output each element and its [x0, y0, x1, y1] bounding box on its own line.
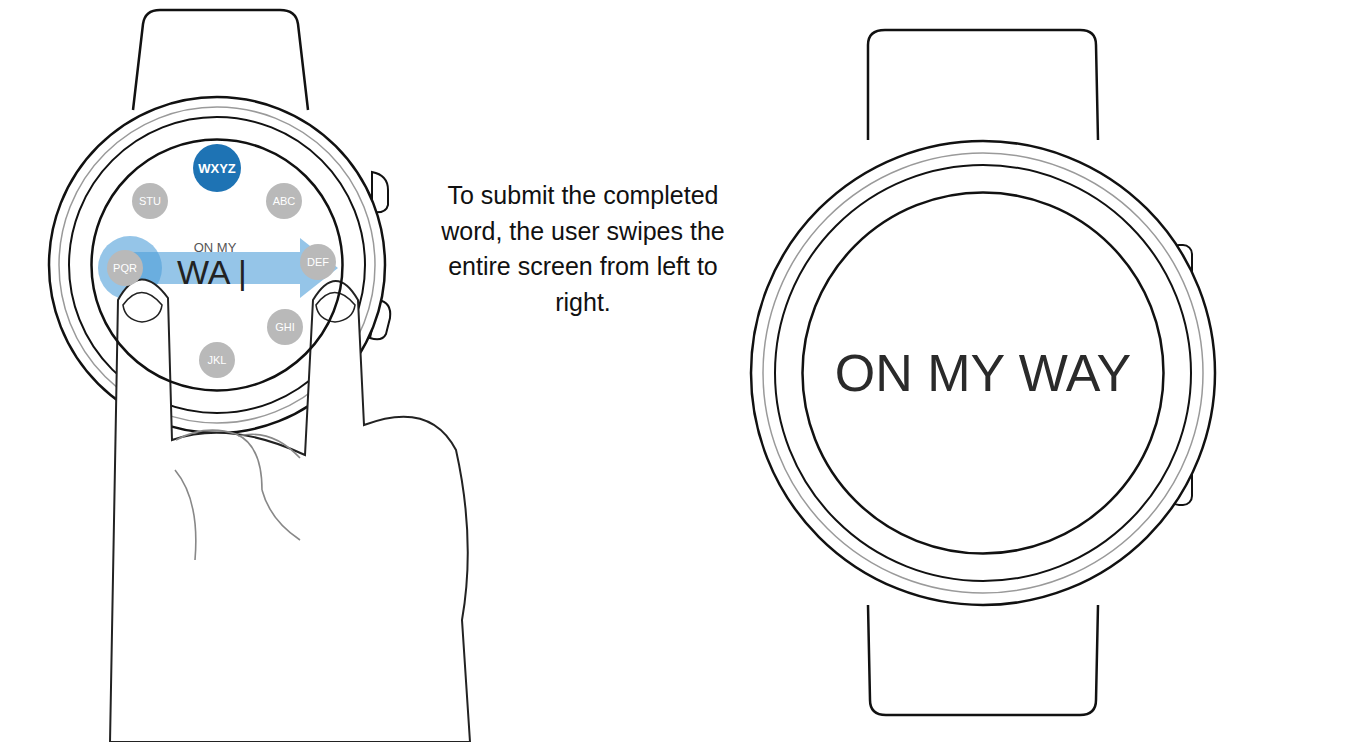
key-circle [193, 144, 241, 192]
screen-circle [92, 140, 343, 391]
key-circle [132, 183, 168, 219]
key-letters: JKL [208, 355, 227, 366]
key-letters: WXYZ [198, 162, 236, 175]
active-key: WXYZ [193, 144, 241, 192]
key-letters: STU [139, 196, 161, 207]
instruction-note: To submit the completed word, the user s… [438, 178, 728, 320]
folded-fingers [175, 430, 300, 560]
fingernail [123, 293, 162, 323]
watch-screen: ON MYWA | WXYZ ABC DEF GHI JKL PQR STU [90, 138, 344, 392]
watch-screen: ON MY WAY [801, 191, 1165, 555]
letter-key: PQR [107, 250, 143, 286]
key-letters: GHI [275, 322, 295, 333]
key-circle [267, 309, 303, 345]
watch-case [751, 141, 1215, 605]
key-letters: PQR [113, 263, 137, 274]
watch-bezel [763, 153, 1203, 593]
key-circle [300, 244, 336, 280]
key-circle [107, 250, 143, 286]
key-circle [266, 183, 302, 219]
watch-band-top [133, 10, 308, 110]
key-letters: ABC [273, 196, 296, 207]
screen-circle [803, 193, 1164, 554]
watch-bezel [775, 165, 1191, 581]
key-circle [199, 342, 235, 378]
key-letters: DEF [307, 257, 329, 268]
letter-key: GHI [267, 309, 303, 345]
submitted-message: ON MY WAY [835, 347, 1132, 399]
hand [110, 279, 470, 742]
watch-band-top [868, 30, 1098, 140]
watch-band-bottom [868, 605, 1098, 715]
letter-key: ABC [266, 183, 302, 219]
letter-key: STU [132, 183, 168, 219]
typed-words: ON MY [194, 241, 237, 254]
letter-key: JKL [199, 342, 235, 378]
letter-key: DEF [300, 244, 336, 280]
current-word: WA | [177, 255, 247, 289]
